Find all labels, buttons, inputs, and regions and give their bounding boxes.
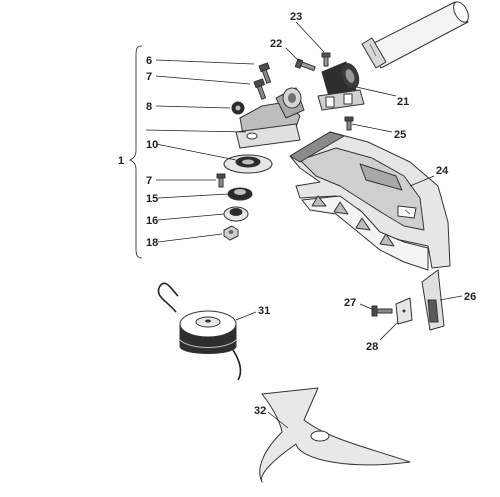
guard-shield xyxy=(289,131,451,271)
three-point-blade xyxy=(259,387,411,483)
callout-16: 16 xyxy=(146,215,158,227)
assembly-bracket xyxy=(129,45,143,259)
screw-7-upper xyxy=(253,78,267,100)
lock-nut xyxy=(223,225,239,241)
callout-10: 10 xyxy=(146,139,158,151)
clamp-screw xyxy=(321,52,331,67)
cutter-clip xyxy=(395,297,413,325)
shaft-clamp xyxy=(317,61,365,111)
callout-15: 15 xyxy=(146,193,158,205)
callout-23: 23 xyxy=(290,11,302,23)
callout-27: 27 xyxy=(344,297,356,309)
callout-26: 26 xyxy=(464,291,476,303)
callout-6: 6 xyxy=(146,55,152,67)
screw-7-lower xyxy=(216,173,226,188)
callout-18: 18 xyxy=(146,237,158,249)
callout-24: 24 xyxy=(436,165,449,177)
callout-21: 21 xyxy=(397,96,409,108)
line-cutter-blade xyxy=(421,269,445,331)
flange-washer xyxy=(223,154,273,174)
callout-7-lower: 7 xyxy=(146,175,152,187)
callout-31: 31 xyxy=(258,305,270,317)
callout-28: 28 xyxy=(366,341,378,353)
callout-25: 25 xyxy=(394,129,406,141)
nut-8 xyxy=(231,101,245,115)
callout-labels: 1 6 7 8 10 7 15 16 18 21 22 23 24 25 26 … xyxy=(118,11,476,417)
leader-lines xyxy=(145,21,463,429)
clamp-bolt xyxy=(294,58,316,72)
gearbox-housing xyxy=(235,87,305,149)
cup-washer xyxy=(227,187,253,201)
screw-6 xyxy=(258,62,272,84)
callout-22: 22 xyxy=(270,38,282,50)
guard-screw xyxy=(344,116,354,131)
drive-shaft-tube xyxy=(361,1,469,69)
cutter-screw xyxy=(371,305,393,317)
callout-8: 8 xyxy=(146,101,152,113)
bearing-washer xyxy=(223,206,249,222)
callout-1: 1 xyxy=(118,155,124,167)
callout-7-upper: 7 xyxy=(146,71,152,83)
callout-32: 32 xyxy=(254,405,266,417)
trimmer-head xyxy=(157,282,242,381)
